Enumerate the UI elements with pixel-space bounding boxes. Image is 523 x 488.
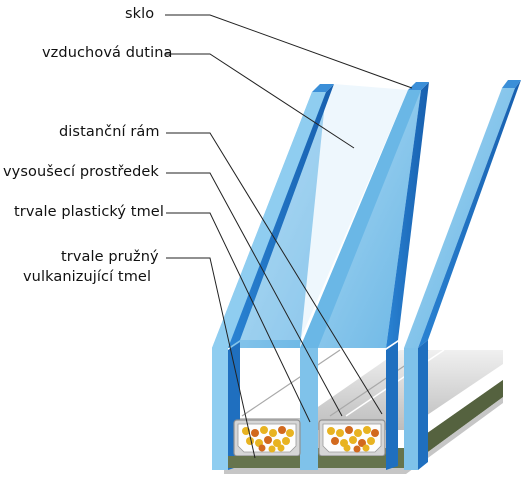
air-cavity-tint (240, 84, 408, 340)
leader-line-plastic-sealant (166, 212, 311, 423)
leader-line-spacer-frame (166, 132, 383, 415)
label-spacer-frame: distanční rám (59, 124, 160, 140)
leader-line-air-cavity (165, 53, 355, 149)
leader-line-glass (165, 14, 413, 89)
glass-pane-left (212, 84, 334, 470)
label-glass: sklo (125, 6, 155, 22)
spacer-box-right (318, 419, 386, 457)
label-air-cavity: vzduchová dutina (42, 45, 173, 61)
sealant-base (224, 380, 503, 474)
elastic-sealant-strip-left (228, 456, 300, 468)
label-elastic-sealant-line2: vulkanizující tmel (23, 269, 152, 285)
leader-line-elastic-sealant (166, 257, 256, 459)
desiccant-granules-right (327, 426, 379, 453)
elastic-sealant-strip-right (318, 456, 386, 468)
label-plastic-sealant: trvale plastický tmel (14, 204, 164, 220)
label-desiccant: vysoušecí prostředek (3, 164, 159, 180)
glass-pane-middle (300, 82, 429, 470)
glass-pane-right (404, 80, 521, 470)
leader-line-desiccant (166, 172, 343, 417)
label-elastic-sealant-line1: trvale pružný (61, 249, 159, 265)
desiccant-granules-left (242, 426, 294, 453)
spacer-box-left (233, 419, 301, 457)
